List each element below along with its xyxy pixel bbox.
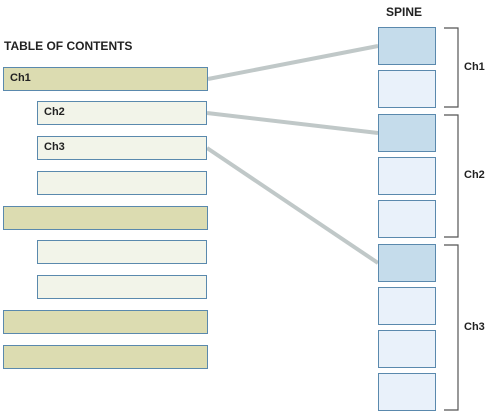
toc-entry: Ch3 [37,136,207,160]
toc-entry-label: Ch3 [44,141,65,153]
spine-item [378,244,436,282]
chapter-bracket [444,114,459,238]
toc-entry-label: Ch1 [10,72,31,84]
spine-title: SPINE [386,5,423,19]
toc-entry-label: Ch2 [44,106,65,118]
spine-item [378,114,436,152]
toc-entry [37,275,207,299]
toc-entry [3,206,208,230]
spine-item [378,330,436,368]
chapter-bracket-label: Ch3 [464,320,485,333]
toc-title: TABLE OF CONTENTS [4,39,133,53]
toc-entry [37,240,207,264]
spine-item [378,200,436,238]
spine-item [378,157,436,195]
toc-entry [3,345,208,369]
chapter-bracket-label: Ch2 [464,169,485,181]
toc-entry: Ch1 [3,67,208,91]
toc-spine-connector [206,111,379,135]
toc-spine-connector [205,146,380,265]
toc-entry [37,171,207,195]
chapter-bracket-label: Ch1 [464,60,485,73]
chapter-bracket [444,27,459,108]
spine-item [378,70,436,108]
spine-item [378,287,436,325]
toc-entry: Ch2 [37,101,207,125]
toc-spine-connector [207,44,379,81]
chapter-bracket [444,244,459,411]
toc-entry [3,310,208,334]
spine-item [378,373,436,411]
spine-item [378,27,436,65]
